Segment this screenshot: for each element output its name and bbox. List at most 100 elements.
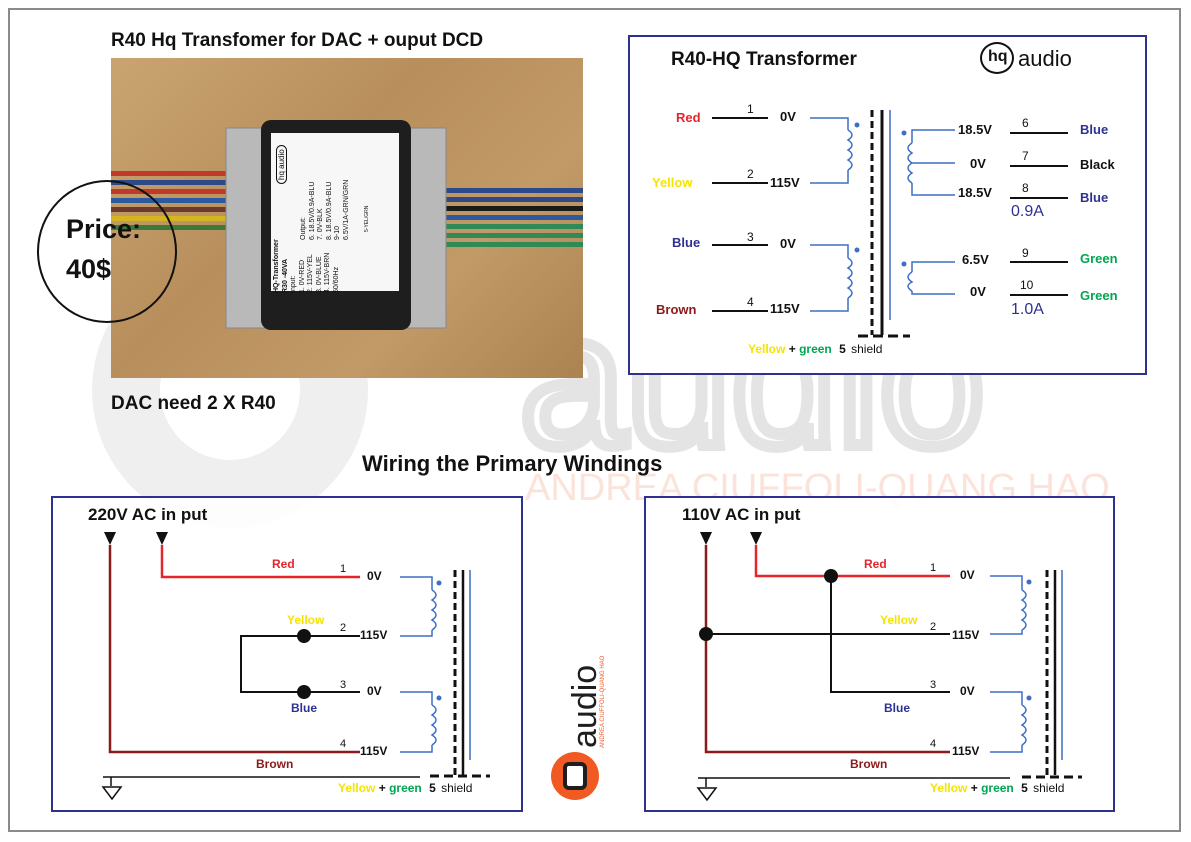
- w220-color-yellow: Yellow: [287, 613, 325, 627]
- w110-shield-legend: Yellow + green 5 shield: [930, 781, 1064, 795]
- w220-shield-legend: Yellow + green 5 shield: [338, 781, 472, 795]
- terminal-arrow-left-220: [104, 532, 116, 545]
- w110-color-blue: Blue: [884, 701, 911, 715]
- junction-red-110: [824, 569, 838, 583]
- sch-sec-pin-7: 7: [1022, 149, 1029, 163]
- w110-volt-1: 0V: [960, 568, 975, 582]
- w110-pin-3: 3: [930, 679, 937, 691]
- sch-volt-4: 115V: [770, 301, 800, 316]
- sch-color-blue: Blue: [672, 235, 701, 250]
- w220-pin-2: 2: [340, 622, 347, 634]
- junction-yellow-220: [297, 629, 311, 643]
- secondary-coil-lower: [907, 261, 955, 295]
- w220-shield-pin: 5: [429, 781, 436, 795]
- sch-sec-pin-10: 10: [1020, 278, 1034, 292]
- sch-sec-volt-7: 0V: [970, 156, 986, 171]
- wiring-220-title: 220V AC in put: [88, 505, 208, 524]
- sch-sec-color-6: Blue: [1080, 122, 1109, 137]
- price-badge: [37, 180, 177, 323]
- price-value: 40$: [66, 254, 112, 284]
- secondary-dot-upper: [901, 130, 907, 136]
- w220-volt-1: 0V: [367, 569, 382, 583]
- wiring-220-panel: [51, 496, 523, 812]
- page-frame: [8, 8, 1181, 832]
- ground-icon-110: [696, 787, 718, 802]
- secondary-dot-lower: [901, 261, 907, 267]
- sch-color-yellow: Yellow: [652, 175, 693, 190]
- sch-sec-color-10: Green: [1080, 288, 1118, 303]
- sch-sec-color-7: Black: [1080, 157, 1115, 172]
- w220-shield-yellow: Yellow: [338, 781, 376, 795]
- sch-sec-pin-6: 6: [1022, 116, 1029, 130]
- w220-color-red: Red: [272, 557, 295, 571]
- w110-pin-4: 4: [930, 738, 937, 750]
- w110-shield-green: green: [981, 781, 1014, 795]
- sch-shield-word: shield: [851, 342, 883, 356]
- sch-volt-3: 0V: [780, 236, 796, 251]
- sch-sec-volt-10: 0V: [970, 284, 986, 299]
- w110-shield-word: shield: [1033, 781, 1065, 795]
- transformer-illustration: [111, 120, 583, 330]
- wiring-110-panel: [644, 496, 1115, 812]
- primary-coil-lower: [810, 244, 853, 312]
- junction-blue-220: [297, 685, 311, 699]
- w110-pin-1: 1: [930, 562, 937, 574]
- w110-volt-3: 0V: [960, 684, 975, 698]
- terminal-arrow-right-110: [750, 532, 762, 545]
- sch-sec-pin-8: 8: [1022, 181, 1029, 195]
- w220-pin-4: 4: [340, 738, 347, 750]
- sch-shield-green: green: [799, 342, 832, 356]
- coil-dot-upper-220: [436, 580, 442, 586]
- section-title: Wiring the Primary Windings: [362, 451, 663, 476]
- junction-brown-110: [699, 627, 713, 641]
- w110-color-brown: Brown: [850, 757, 888, 771]
- wire-red-110: [754, 545, 950, 578]
- transformer-photo: [111, 58, 583, 378]
- transformer-label: [271, 133, 399, 291]
- terminal-arrow-right-220: [156, 532, 168, 545]
- sch-color-red: Red: [676, 110, 701, 125]
- terminal-arrow-left-110: [700, 532, 712, 545]
- sch-current-2: 1.0A: [1011, 301, 1044, 318]
- primary-dot-upper: [854, 122, 860, 128]
- coil-upper-220: [400, 576, 437, 637]
- sch-shield-legend: Yellow + green 5 shield: [748, 342, 882, 356]
- wiring-110-title: 110V AC in put: [682, 505, 801, 524]
- sch-sec-pin-9: 9: [1022, 246, 1029, 260]
- wire-pin3-110: [830, 576, 950, 693]
- hq-logo-icon: hq: [980, 42, 1014, 74]
- sch-current-1: 0.9A: [1011, 203, 1044, 220]
- w110-volt-4: 115V: [952, 744, 980, 758]
- schematic-panel: [628, 35, 1147, 375]
- sch-pin-4: 4: [747, 295, 754, 309]
- sch-pin-1: 1: [747, 102, 754, 116]
- w110-pin-2: 2: [930, 621, 937, 633]
- w220-pin-3: 3: [340, 679, 347, 691]
- coil-lower-220: [400, 691, 437, 753]
- sch-pin-3: 3: [747, 230, 754, 244]
- w220-volt-2: 115V: [360, 628, 388, 642]
- w220-volt-3: 0V: [367, 684, 382, 698]
- wires-left: [111, 171, 261, 230]
- w220-shield-plus: +: [378, 781, 386, 795]
- primary-coil-upper: [810, 117, 853, 184]
- ground-icon-220: [101, 786, 123, 801]
- w110-shield-yellow: Yellow: [930, 781, 968, 795]
- sch-sec-volt-6: 18.5V: [958, 122, 992, 137]
- sch-sec-volt-9: 6.5V: [962, 252, 989, 267]
- sch-sec-volt-8: 18.5V: [958, 185, 992, 200]
- w110-volt-2: 115V: [952, 628, 980, 642]
- secondary-coil-upper: [907, 129, 955, 196]
- dac-note: DAC need 2 X R40: [111, 393, 276, 414]
- sch-volt-2: 115V: [770, 175, 800, 190]
- w110-shield-plus: +: [970, 781, 978, 795]
- sch-shield-yellow: Yellow: [748, 342, 786, 356]
- main-title: R40 Hq Transfomer for DAC + ouput DCD: [111, 30, 484, 51]
- coil-dot-lower-220: [436, 695, 442, 701]
- coil-upper-110: [990, 575, 1027, 635]
- primary-dot-lower: [854, 247, 860, 253]
- w220-shield-green: green: [389, 781, 422, 795]
- sch-shield-pin: 5: [839, 342, 846, 356]
